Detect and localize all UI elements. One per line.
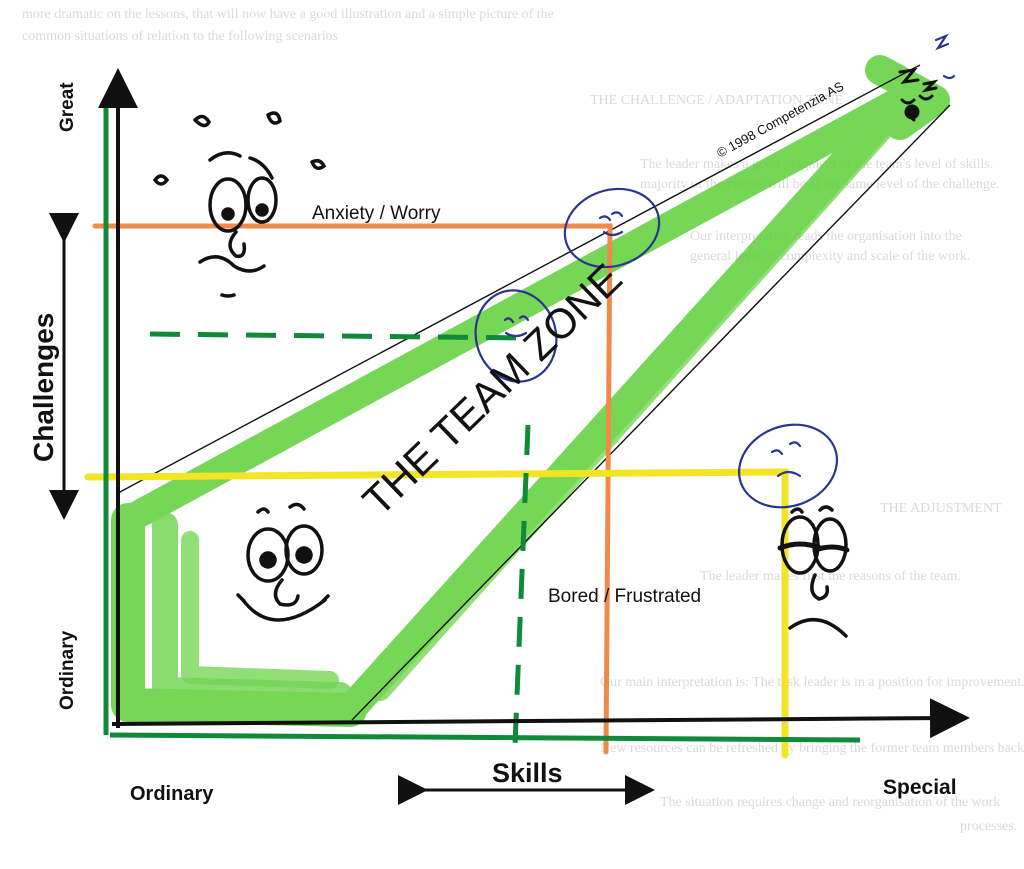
bleed-line: Our main interpretation is: The task lea… (600, 675, 1024, 690)
happy-face-icon (236, 502, 330, 622)
dark-green-dashed-line (149, 331, 531, 746)
blue-ink-faces (474, 33, 956, 509)
frustrated-face-icon (777, 505, 850, 638)
axes (49, 68, 970, 805)
x-axis-arrow (111, 698, 970, 739)
team-zone-outline (117, 64, 951, 721)
sleeping-face-icon (898, 67, 939, 122)
x-left-label: Ordinary (130, 783, 214, 805)
x-right-label: Special (883, 776, 957, 799)
bleed-line: The leader makes a good judgment of the … (640, 157, 993, 172)
orange-marker-line (92, 223, 613, 755)
y-bottom-label: Ordinary (57, 630, 78, 710)
blue-circle-team-face-icon (474, 289, 558, 383)
bleed-line: THE ADJUSTMENT (880, 501, 1002, 516)
bleed-line: The leader makes first the reasons of th… (700, 569, 961, 584)
bleed-line: The situation requires change and reorga… (660, 795, 1000, 810)
worried-face-icon (153, 111, 327, 298)
bleed-line: common situations of relation to the fol… (22, 29, 338, 44)
blue-circle-anxiety-face-icon (563, 187, 661, 269)
skills-axis-label: Skills (492, 758, 563, 788)
bleed-line: processes. (960, 819, 1017, 834)
x-axis-green-stroke (109, 732, 861, 743)
bleed-line: general level of complexity and scale of… (690, 249, 970, 264)
challenges-axis-label: Challenges (28, 313, 59, 462)
team-zone-band (111, 55, 950, 727)
bleed-line: New resources can be refreshed by bringi… (600, 741, 1024, 756)
anxiety-label: Anxiety / Worry (312, 203, 441, 224)
bleed-line: THE CHALLENGE / ADAPTATION ZONE (590, 93, 843, 108)
blue-circle-bored-face-icon (737, 423, 839, 509)
bleed-line: more dramatic on the lessons, that will … (22, 7, 554, 22)
bored-label: Bored / Frustrated (548, 586, 701, 607)
y-top-label: Great (57, 82, 78, 132)
bleed-line: Our interpretation leads the organisatio… (690, 229, 962, 244)
